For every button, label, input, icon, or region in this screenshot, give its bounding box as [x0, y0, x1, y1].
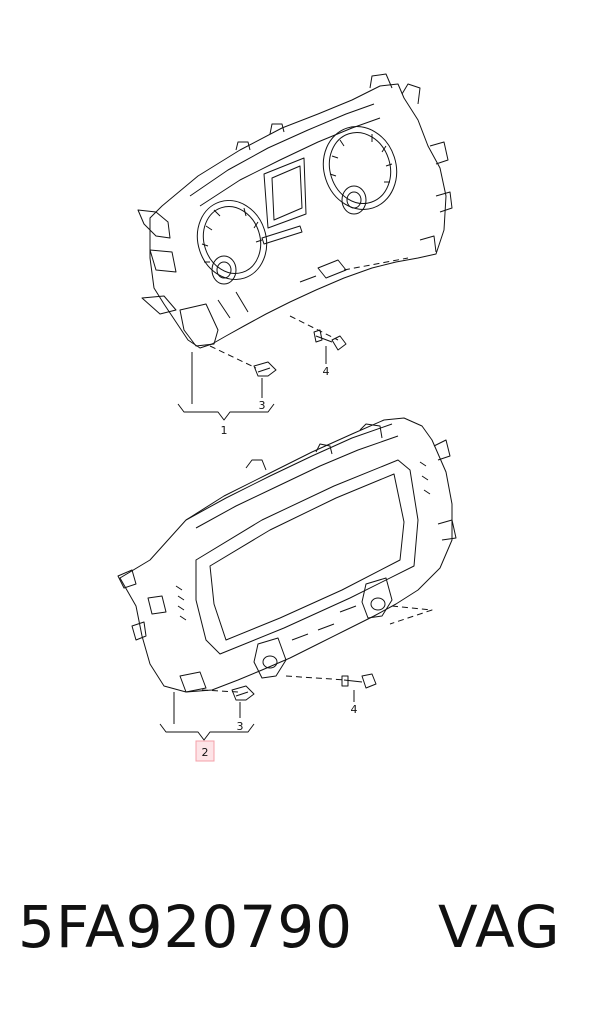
analog-instrument-cluster [137, 73, 453, 349]
callout-3-label-upper: 3 [259, 399, 266, 412]
lower-clip-part [231, 685, 255, 718]
callout-4-label-lower: 4 [351, 703, 358, 716]
upper-clip-part [253, 361, 277, 398]
callout-1-label: 1 [221, 424, 228, 437]
brand-text: VAG [438, 893, 561, 961]
selected-part-highlight [195, 740, 215, 762]
digital-instrument-cluster [117, 417, 457, 693]
callout-4-label-upper: 4 [323, 365, 330, 378]
lower-screw-part [341, 673, 377, 702]
upper-callout-bracket [177, 352, 275, 421]
callout-3-label-lower: 3 [237, 720, 244, 733]
upper-mounting-guides [209, 257, 409, 369]
lower-mounting-guides [201, 605, 433, 693]
lower-callout-bracket [159, 692, 255, 741]
part-number-text: 5FA920790 [18, 893, 354, 961]
upper-screw-part [313, 329, 347, 364]
callout-2-label: 2 [202, 746, 209, 759]
